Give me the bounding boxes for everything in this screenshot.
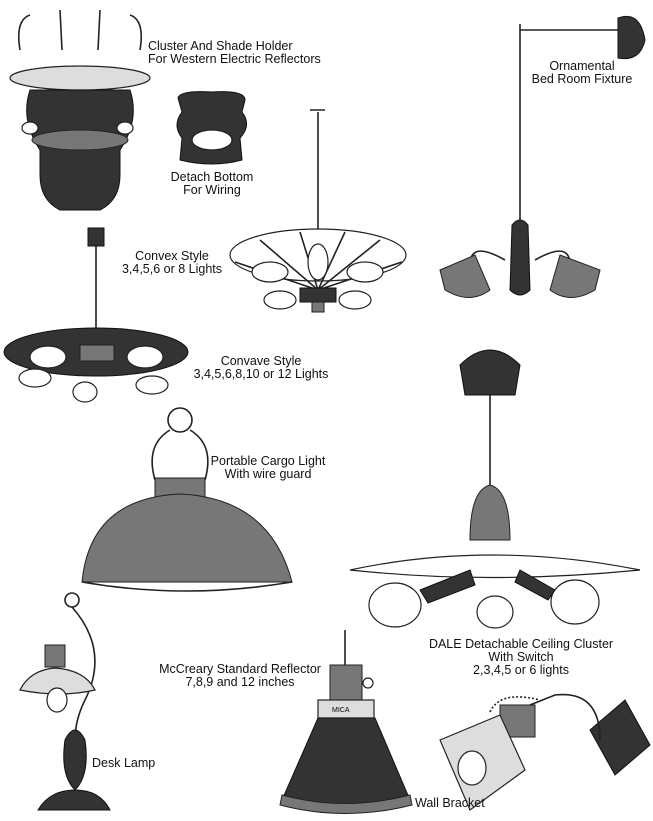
cluster-shade-holder-label: Cluster And Shade Holder For Western Ele…: [148, 40, 321, 66]
label-line: With wire guard: [224, 467, 312, 481]
label-line: For Wiring: [183, 183, 241, 197]
label-line: Detach Bottom: [170, 170, 254, 184]
label-line: 7,8,9 and 12 inches: [185, 675, 295, 689]
label-line: For Western Electric Reflectors: [148, 52, 321, 66]
ornamental-fixture-illustration: [439, 15, 646, 298]
label-line: With Switch: [488, 650, 554, 664]
dale-ceiling-cluster-label: DALE Detachable Ceiling Cluster With Swi…: [429, 638, 613, 677]
portable-cargo-light-label: Portable Cargo Light With wire guard: [211, 455, 326, 481]
wall-bracket-label: Wall Bracket: [415, 797, 485, 810]
desk-lamp-illustration: [19, 592, 111, 811]
wall-bracket-illustration: [439, 693, 651, 811]
label-line: Cluster And Shade Holder: [148, 39, 293, 53]
mccreary-reflector-illustration: MICA: [279, 630, 413, 814]
portable-cargo-light-illustration: [81, 407, 293, 592]
detach-bottom-label: Detach Bottom For Wiring: [171, 171, 254, 197]
label-line: Convave Style: [220, 354, 302, 368]
convave-style-label: Convave Style 3,4,5,6,8,10 or 12 Lights: [194, 355, 329, 381]
label-line: 3,4,5,6 or 8 Lights: [121, 262, 223, 276]
dale-ceiling-cluster-illustration: [349, 349, 641, 629]
mccreary-reflector-label: McCreary Standard Reflector 7,8,9 and 12…: [159, 663, 321, 689]
label-line: Bed Room Fixture: [531, 72, 633, 86]
label-line: 3,4,5,6,8,10 or 12 Lights: [193, 367, 329, 381]
label-line: Wall Bracket: [415, 796, 485, 810]
label-line: 2,3,4,5 or 6 lights: [473, 663, 569, 677]
convave-style-illustration: [3, 227, 189, 403]
label-line: Convex Style: [135, 249, 209, 263]
label-line: Portable Cargo Light: [210, 454, 326, 468]
detach-bottom-illustration: [176, 91, 247, 165]
desk-lamp-label: Desk Lamp: [92, 757, 155, 770]
convex-style-illustration: [229, 109, 407, 313]
mica-stamp: MICA: [332, 707, 350, 714]
label-line: DALE Detachable Ceiling Cluster: [428, 637, 614, 651]
label-line: Desk Lamp: [92, 756, 156, 770]
label-line: Ornamental: [549, 59, 615, 73]
label-line: McCreary Standard Reflector: [159, 662, 321, 676]
ornamental-fixture-label: Ornamental Bed Room Fixture: [532, 60, 633, 86]
cluster-shade-holder-illustration: [9, 9, 151, 211]
convex-style-label: Convex Style 3,4,5,6 or 8 Lights: [122, 250, 222, 276]
